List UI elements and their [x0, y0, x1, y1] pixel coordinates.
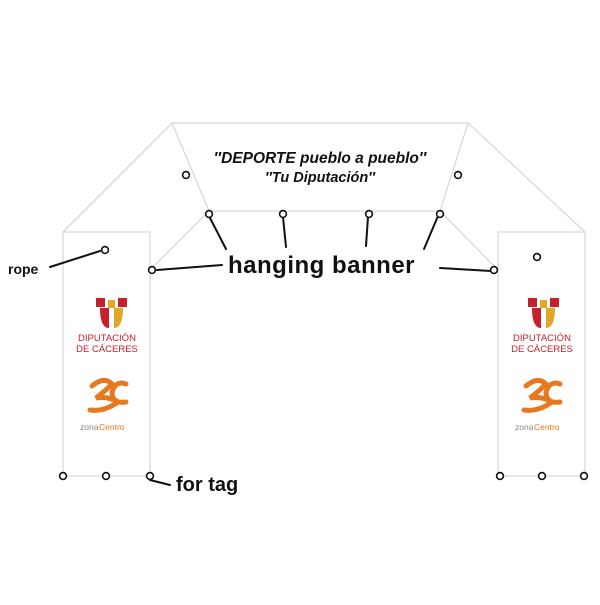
grommet-left-bottom-2	[101, 471, 111, 481]
hanging-banner-label: hanging banner	[228, 252, 415, 279]
diputacion-name-line1: DIPUTACIÓN	[78, 333, 136, 344]
diputacion-emblem-icon	[96, 298, 127, 328]
zonacentro-emblem-icon	[87, 378, 129, 413]
grommet-right-leg-top	[489, 265, 499, 275]
right-leg-inner-edge	[439, 210, 499, 271]
grommet-rope-right	[532, 252, 542, 262]
rope-label: rope	[8, 261, 39, 277]
grommet-banner-bottom-2	[278, 209, 288, 219]
right-zonacentro-logo: zona Centro	[515, 378, 563, 432]
banner-title-line2: ″Tu Diputación″	[265, 170, 376, 186]
banner-leader-line-2	[282, 216, 287, 248]
banner-leader-line-right	[439, 267, 492, 272]
right-diputacion-logo: DIPUTACIÓN DE CÁCERES	[511, 298, 573, 355]
banner-leader-line-1	[208, 215, 227, 250]
tag-leader-line	[149, 479, 171, 486]
diputacion-name-line1: DIPUTACIÓN	[513, 333, 571, 344]
diputacion-emblem-icon	[528, 298, 559, 328]
zonacentro-emblem-icon	[521, 378, 563, 413]
grommet-right-bottom-2	[537, 471, 547, 481]
grommet-banner-bottom-3	[364, 209, 374, 219]
grommet-banner-bottom-1	[204, 209, 214, 219]
grommet-left-bottom-1	[58, 471, 68, 481]
grommet-banner-bottom-4	[435, 209, 445, 219]
for-tag-label: for tag	[176, 474, 238, 496]
grommet-rope-left	[100, 245, 110, 255]
right-leg-outer-edge	[467, 122, 586, 233]
diputacion-name-line2: DE CÁCERES	[511, 344, 573, 355]
grommet-banner-left	[181, 170, 191, 180]
left-leg-outer-edge	[62, 122, 173, 233]
grommet-left-leg-top	[147, 265, 157, 275]
left-leg-front-panel	[62, 231, 151, 477]
grommets	[58, 170, 589, 481]
right-leg-front-panel	[497, 231, 586, 477]
hanging-banner-panel	[171, 122, 469, 212]
zonacentro-word-b: Centro	[534, 422, 560, 432]
left-leg	[62, 122, 210, 477]
right-leg	[439, 122, 586, 477]
diputacion-name-line2: DE CÁCERES	[76, 344, 138, 355]
grommet-right-bottom-1	[495, 471, 505, 481]
left-zonacentro-logo: zona Centro	[80, 378, 129, 432]
grommet-left-bottom-3	[145, 471, 155, 481]
banner-leader-line-3	[365, 216, 369, 247]
zonacentro-word-a: zona	[80, 422, 99, 432]
left-leg-inner-edge	[149, 210, 210, 271]
grommet-right-bottom-3	[579, 471, 589, 481]
zonacentro-word-a: zona	[515, 422, 534, 432]
banner-leader-line-4	[423, 215, 439, 250]
banner-title-line1: ″DEPORTE pueblo a pueblo″	[214, 150, 427, 167]
zonacentro-word-b: Centro	[99, 422, 125, 432]
grommet-banner-right	[453, 170, 463, 180]
left-diputacion-logo: DIPUTACIÓN DE CÁCERES	[76, 298, 138, 355]
banner-leader-line-left	[156, 264, 223, 271]
rope-leader-line	[49, 250, 101, 268]
